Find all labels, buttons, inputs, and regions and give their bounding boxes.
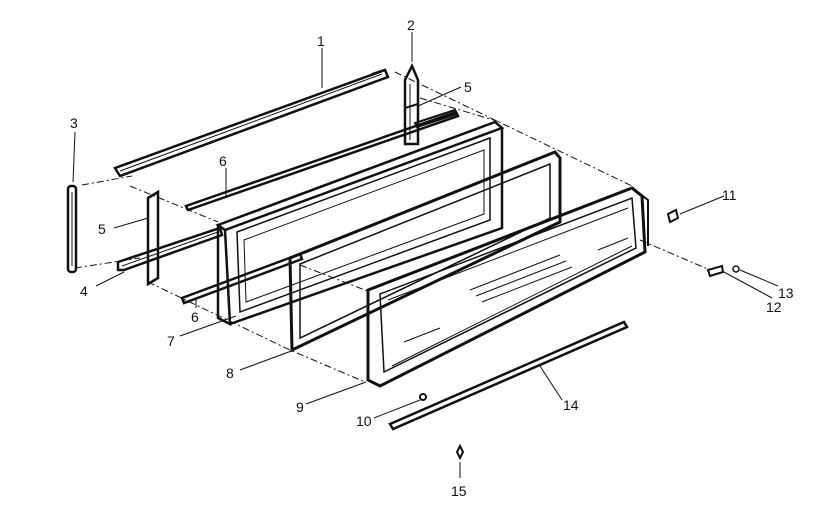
callout-14: 14 [563, 397, 579, 413]
part-top-trim-strip [113, 68, 390, 178]
callout-10: 10 [356, 413, 372, 429]
assembly-guide-lines [74, 71, 711, 383]
callout-1: 1 [317, 33, 325, 49]
glass-shading [403, 237, 629, 343]
callout-8: 8 [226, 365, 234, 381]
part-vertical-bracket [403, 63, 420, 146]
part-outer-door-panel [366, 186, 649, 388]
callout-7: 7 [167, 333, 175, 349]
callout-labels: 1 2 3 4 5 5 6 6 7 8 9 10 11 12 13 14 15 [70, 17, 794, 499]
part-glass-retainer [288, 150, 562, 353]
callout-5-right: 5 [464, 79, 472, 95]
callout-4: 4 [80, 283, 88, 299]
callout-6-upper: 6 [219, 153, 227, 169]
part-clip-11 [666, 208, 680, 224]
callout-9: 9 [296, 399, 304, 415]
callout-2: 2 [407, 17, 415, 33]
part-washer-13 [732, 265, 740, 273]
callout-6-lower: 6 [191, 309, 199, 325]
part-side-rod [66, 184, 78, 274]
callout-leaders [72, 32, 779, 478]
part-bottom-trim-strip [388, 320, 629, 431]
callout-13: 13 [778, 285, 794, 301]
part-left-side-strip [146, 189, 160, 287]
part-lower-channel [116, 226, 224, 272]
callout-12: 12 [766, 299, 782, 315]
part-screw-12 [706, 264, 725, 278]
callout-15: 15 [451, 483, 467, 499]
part-screw-15 [455, 443, 465, 461]
callout-3: 3 [70, 115, 78, 131]
part-long-rod-upper [184, 110, 460, 212]
part-door-frame [215, 120, 505, 327]
part-screw-10 [419, 393, 427, 401]
part-long-rod-lower [180, 252, 304, 305]
callout-11: 11 [722, 187, 737, 203]
callout-5-left: 5 [98, 221, 106, 237]
